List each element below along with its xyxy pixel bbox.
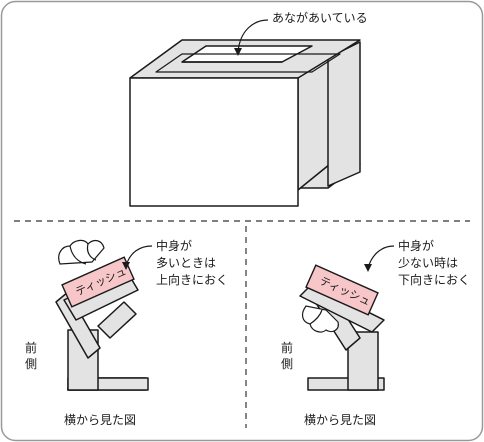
right-note-line-1: 中身が [398,239,435,253]
right-note-line-2: 少ない時は [398,256,459,270]
left-pointer-arrowhead [122,262,130,270]
right-stand [299,283,385,391]
right-caption: 横から見た図 [304,413,377,427]
right-tissue-card [305,264,379,316]
hole-label: あながあいている [272,11,368,25]
left-front-side-label: 前 側 [24,340,38,372]
right-front-char-2: 側 [280,357,293,371]
left-note: 中身が 多いときは 上向きにおく [156,238,228,289]
left-tissue-card [61,256,135,308]
right-tissue-puff [301,305,339,333]
right-pointer-arrow [367,245,395,269]
right-note: 中身が 少ない時は 下向きにおく [398,238,470,289]
right-note-line-3: 下向きにおく [398,273,471,287]
left-front-char-1: 前 [24,341,37,355]
left-note-line-2: 多いときは [156,256,217,270]
right-front-side-label: 前 側 [280,340,294,372]
left-tissue-puff [58,239,105,265]
right-pointer-arrowhead [364,264,372,272]
left-pointer-arrow [125,245,153,267]
left-front-char-2: 側 [24,357,37,371]
shelf-box [129,39,361,207]
left-stand [55,269,149,391]
left-note-line-1: 中身が [156,239,193,253]
right-front-char-1: 前 [280,341,293,355]
hole-pointer-arrowhead [234,48,242,56]
left-note-line-3: 上向きにおく [156,273,229,287]
hole-pointer-arrow [237,19,269,53]
left-caption: 横から見た図 [64,413,137,427]
